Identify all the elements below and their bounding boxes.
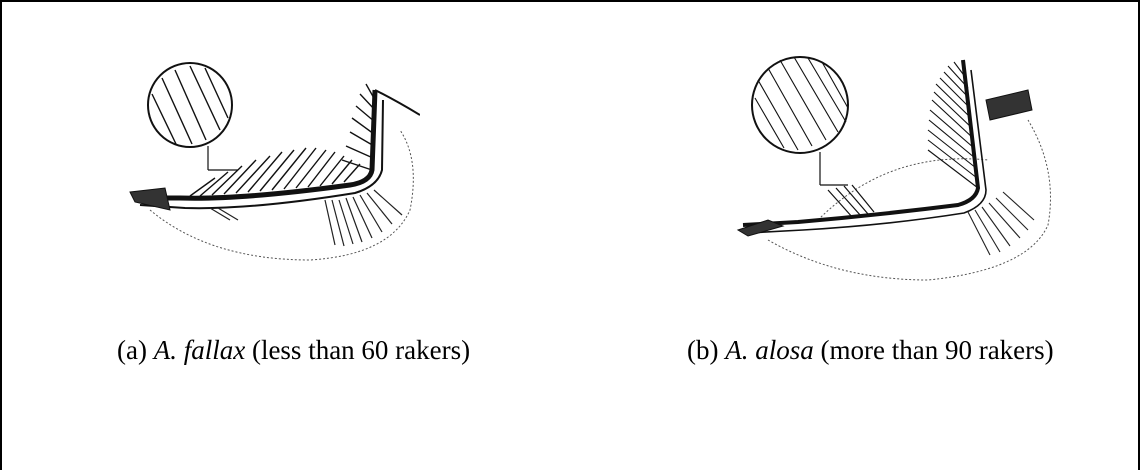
caption-a-label: (a) [117,335,147,365]
caption-panel-a: (a) A. fallax (less than 60 rakers) [117,335,470,366]
caption-a-species: A. fallax [153,335,246,365]
caption-b-species: A. alosa [725,335,814,365]
caption-panel-b: (b) A. alosa (more than 90 rakers) [687,335,1054,366]
gill-arch-alosa-illustration [736,56,1051,281]
gill-arch-fallax-illustration [129,62,420,261]
caption-b-label: (b) [687,335,719,365]
caption-b-description: (more than 90 rakers) [820,335,1054,365]
caption-a-description: (less than 60 rakers) [251,335,471,365]
